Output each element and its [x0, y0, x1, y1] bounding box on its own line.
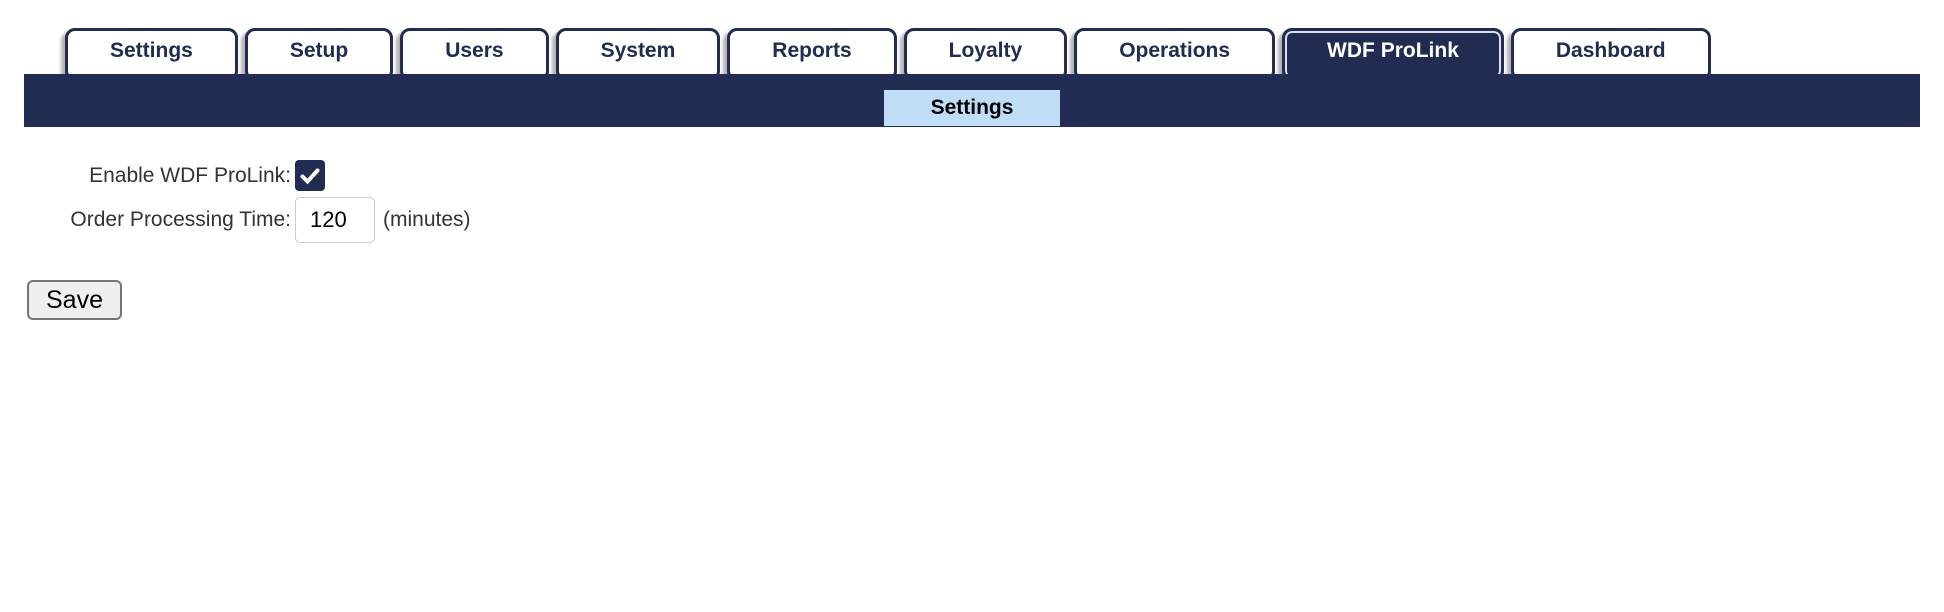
checkmark-icon	[300, 168, 320, 184]
tab-system[interactable]: System	[555, 28, 721, 80]
sub-tab-bar: Settings	[24, 74, 1920, 127]
order-processing-time-label: Order Processing Time:	[70, 208, 291, 231]
enable-wdf-prolink-label: Enable WDF ProLink:	[89, 163, 291, 187]
tab-wdf-prolink[interactable]: WDF ProLink	[1282, 28, 1504, 80]
tab-settings[interactable]: Settings	[65, 28, 238, 80]
tab-dashboard[interactable]: Dashboard	[1510, 28, 1711, 80]
minutes-unit-label: (minutes)	[383, 208, 471, 231]
tab-loyalty[interactable]: Loyalty	[903, 28, 1068, 80]
tab-users[interactable]: Users	[400, 28, 549, 80]
order-processing-time-control: (minutes)	[295, 197, 471, 243]
subtab-settings[interactable]: Settings	[884, 90, 1060, 126]
wdf-prolink-settings-page: Settings Setup Users System Reports Loya…	[0, 28, 1944, 320]
tab-operations[interactable]: Operations	[1074, 28, 1276, 80]
settings-form: Enable WDF ProLink: Order Processing Tim…	[24, 160, 1920, 320]
enable-wdf-prolink-control	[295, 160, 471, 191]
order-processing-time-input[interactable]	[295, 197, 375, 243]
tab-reports[interactable]: Reports	[727, 28, 897, 80]
main-tab-bar: Settings Setup Users System Reports Loya…	[65, 28, 1920, 80]
settings-form-grid: Enable WDF ProLink: Order Processing Tim…	[24, 160, 1920, 243]
save-button[interactable]: Save	[27, 280, 122, 320]
tab-setup[interactable]: Setup	[244, 28, 394, 80]
enable-wdf-prolink-checkbox[interactable]	[295, 160, 325, 191]
